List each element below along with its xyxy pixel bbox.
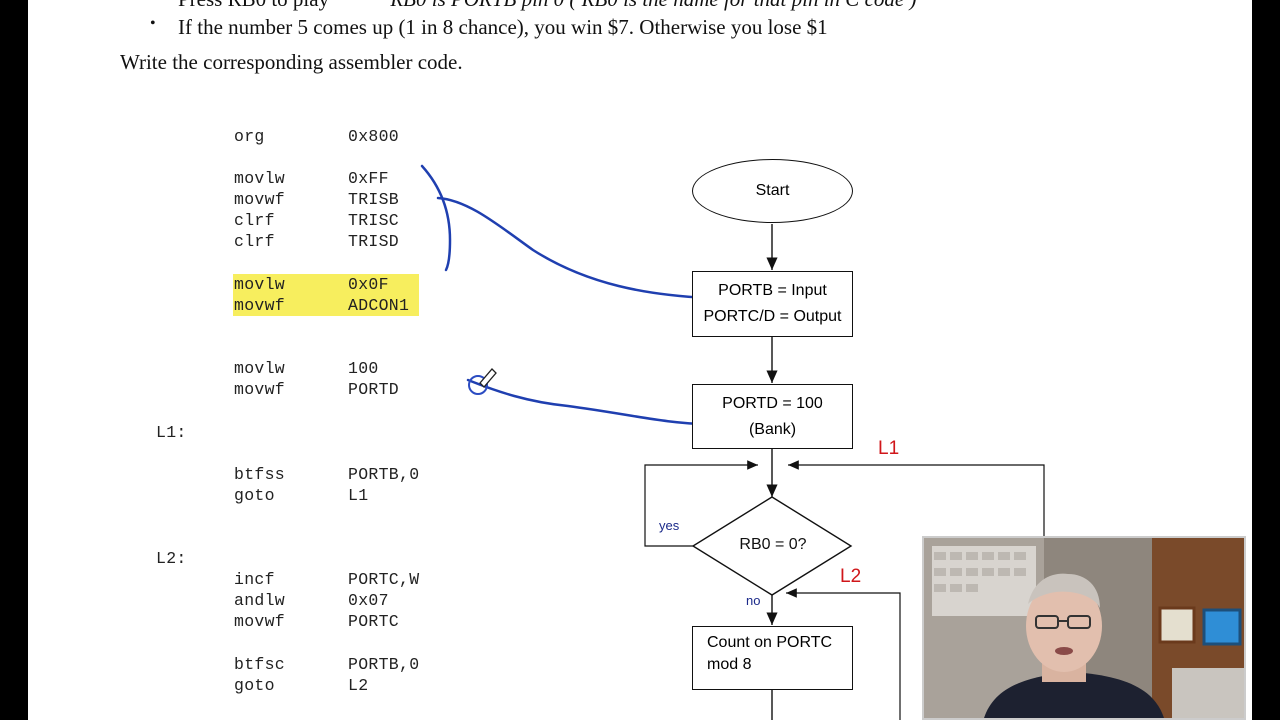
instruction-text: Write the corresponding assembler code. xyxy=(120,50,463,74)
init-line-1: PORTB = Input xyxy=(718,282,827,299)
init-box: PORTB = Input PORTC/D = Output xyxy=(692,271,853,337)
decision-diamond xyxy=(691,496,853,596)
code-arg: PORTD xyxy=(348,380,400,399)
bullet-dot: • xyxy=(150,15,156,32)
pencil-icon xyxy=(479,368,497,388)
l2-return-line xyxy=(786,588,901,720)
bullet-rb0: • Press RB0 to play RB0 is PORTB pin 0 (… xyxy=(150,0,916,12)
bullet-win-rule: • If the number 5 comes up (1 in 8 chanc… xyxy=(150,15,828,40)
bank-line-2: (Bank) xyxy=(748,421,797,438)
code-arg: TRISB xyxy=(348,190,400,209)
bullet-dot: • xyxy=(150,0,156,5)
code-op: movlw xyxy=(234,169,286,188)
presenter-video xyxy=(924,538,1244,718)
code-arg: TRISC xyxy=(348,211,400,230)
bullet-text: Press RB0 to play xyxy=(178,0,329,11)
l1-return-line xyxy=(788,460,1045,536)
code-op: movlw xyxy=(234,359,286,378)
code-op: movwf xyxy=(234,190,286,209)
code-highlight xyxy=(233,274,419,316)
bullet-italic-note: RB0 is PORTB pin 0 ( RB0 is the name for… xyxy=(390,0,916,11)
bank-box: PORTD = 100 (Bank) xyxy=(692,384,853,449)
code-arg: TRISD xyxy=(348,232,400,251)
ink-line-init xyxy=(436,196,710,300)
code-arg: L2 xyxy=(348,676,369,695)
init-line-2: PORTC/D = Output xyxy=(703,308,842,325)
code-arg: PORTB,0 xyxy=(348,655,420,674)
code-arg: 100 xyxy=(348,359,379,378)
flowchart-connectors xyxy=(420,164,1045,720)
yes-label: yes xyxy=(659,518,680,533)
code-op: movlw xyxy=(234,275,286,294)
code-op: movwf xyxy=(234,612,286,631)
ink-line-portd xyxy=(466,378,710,426)
count-line-2: mod 8 xyxy=(707,656,752,673)
bullet-text: If the number 5 comes up (1 in 8 chance)… xyxy=(178,15,828,39)
code-arg: L1 xyxy=(348,486,369,505)
pen-cursor-icon xyxy=(468,375,488,395)
code-op: goto xyxy=(234,486,275,505)
code-arg: 0x07 xyxy=(348,591,389,610)
flow-label-l1: L1 xyxy=(878,438,900,459)
no-label: no xyxy=(746,593,761,608)
code-op: clrf xyxy=(234,211,275,230)
code-op: btfss xyxy=(234,465,286,484)
start-oval: Start xyxy=(692,159,853,223)
code-arg: PORTC xyxy=(348,612,400,631)
webcam-overlay xyxy=(922,536,1246,720)
lecture-slide: • Press RB0 to play RB0 is PORTB pin 0 (… xyxy=(28,0,1252,720)
code-arg: 0x800 xyxy=(348,127,400,146)
bank-line-1: PORTD = 100 xyxy=(722,395,823,412)
decision-label: RB0 = 0? xyxy=(739,536,807,553)
count-line-1: Count on PORTC xyxy=(707,634,833,651)
code-arg: PORTC,W xyxy=(348,570,420,589)
code-arg: ADCON1 xyxy=(348,296,410,315)
code-op: andlw xyxy=(234,591,286,610)
flow-label-l2: L2 xyxy=(840,566,862,587)
code-arg: 0xFF xyxy=(348,169,389,188)
code-op: clrf xyxy=(234,232,275,251)
ink-bracket xyxy=(420,164,452,272)
code-op: goto xyxy=(234,676,275,695)
yes-loop-line xyxy=(644,460,758,547)
code-arg: PORTB,0 xyxy=(348,465,420,484)
code-op: movwf xyxy=(234,380,286,399)
code-op: movwf xyxy=(234,296,286,315)
code-label-l1: L1: xyxy=(156,423,187,442)
code-op: incf xyxy=(234,570,275,589)
code-label-l2: L2: xyxy=(156,549,187,568)
code-op: org xyxy=(234,127,265,146)
code-op: btfsc xyxy=(234,655,286,674)
count-box: Count on PORTC mod 8 xyxy=(692,626,853,690)
code-arg: 0x0F xyxy=(348,275,389,294)
